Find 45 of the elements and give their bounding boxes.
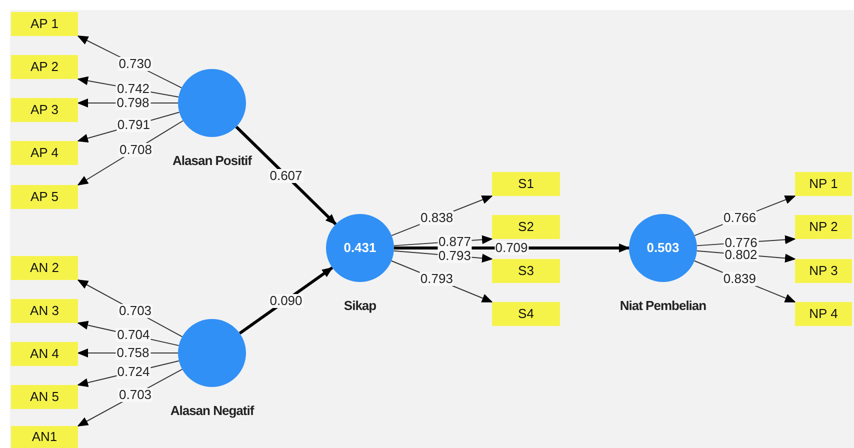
indicator-box: AN 3 [11, 299, 78, 323]
edge-label: 0.758 [116, 346, 150, 360]
edge-label: 0.709 [494, 241, 529, 255]
arrow [235, 126, 337, 226]
indicator-box: AN 4 [11, 342, 78, 366]
indicator-box: S1 [492, 172, 560, 196]
edge-label: 0.708 [118, 142, 153, 157]
edge-label: 0.703 [118, 388, 153, 402]
indicator-box: S3 [492, 259, 560, 283]
indicator-box: AP 1 [11, 12, 78, 36]
indicator-box: AN 2 [11, 256, 78, 280]
edge-label: 0.766 [722, 210, 758, 225]
edge-label: 0.742 [116, 82, 151, 96]
indicator-box: AN1 [11, 426, 78, 448]
construct-label: Alasan Positif [172, 152, 252, 170]
indicator-box: AN 5 [11, 385, 78, 409]
edge-label: 0.839 [722, 272, 757, 286]
edge-label: 0.724 [116, 364, 151, 379]
edge-label: 0.704 [116, 328, 151, 342]
edge-label: 0.730 [118, 57, 152, 72]
edge-label: 0.802 [724, 248, 758, 262]
edge-label: 0.607 [268, 168, 304, 182]
edge-label: 0.703 [118, 304, 153, 318]
edge-label: 0.793 [437, 248, 472, 263]
construct-label: Niat Pembelian [620, 297, 706, 315]
construct-label: Alasan Negatif [170, 402, 254, 420]
indicator-box: NP 1 [795, 172, 852, 196]
indicator-box: NP 3 [795, 259, 852, 283]
edge-label: 0.798 [116, 96, 150, 110]
indicator-box: AP 3 [11, 98, 78, 122]
indicator-box: AP 2 [11, 55, 78, 79]
edge-label: 0.791 [116, 118, 151, 132]
r-squared-value: 0.431 [344, 239, 376, 258]
indicator-box: NP 2 [795, 215, 852, 239]
edge-label: 0.877 [437, 234, 472, 249]
indicator-box: S2 [492, 215, 560, 239]
construct-label: Sikap [344, 297, 376, 315]
indicator-box: S4 [492, 302, 560, 326]
edge-label: 0.793 [419, 272, 454, 286]
indicator-box: AP 5 [11, 185, 78, 209]
r-squared-value: 0.503 [646, 239, 680, 258]
indicator-box: AP 4 [11, 141, 78, 165]
edge-label: 0.090 [268, 294, 304, 308]
edge-label: 0.838 [420, 210, 454, 225]
indicator-box: NP 4 [795, 302, 852, 326]
